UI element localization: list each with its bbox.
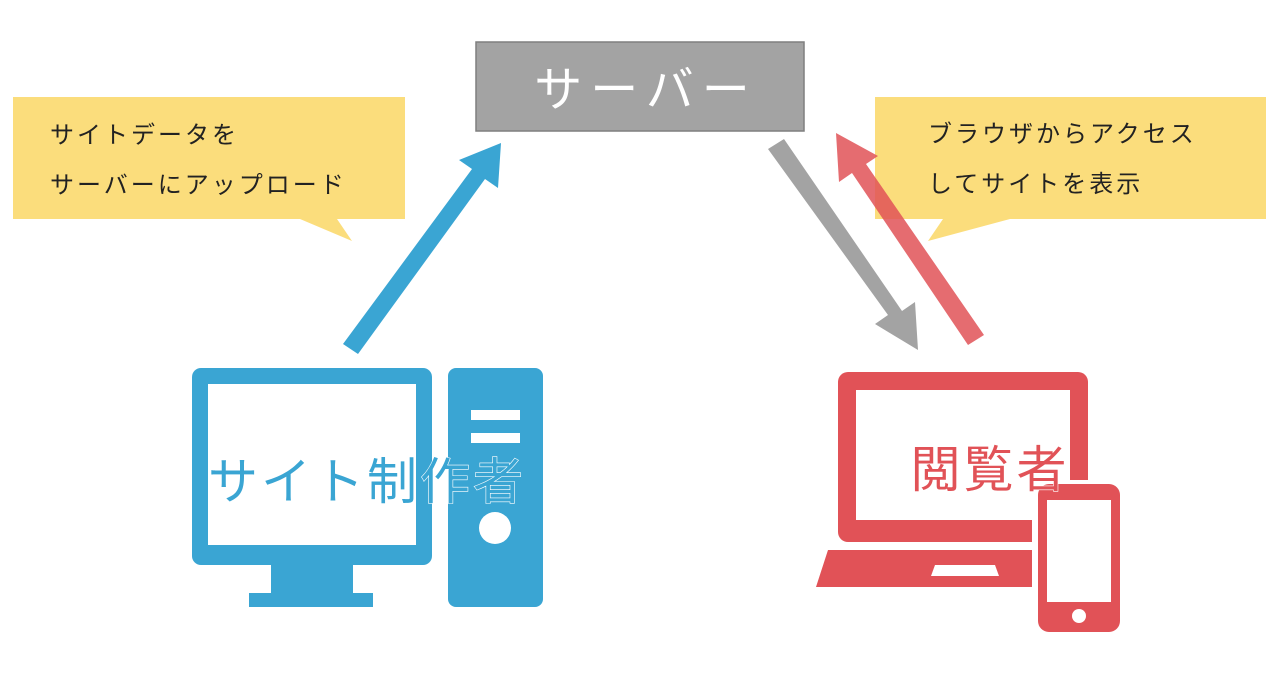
monitor-screen xyxy=(208,384,416,545)
tower-drive-slot-2 xyxy=(471,433,520,443)
access-callout: ブラウザからアクセス してサイトを表示 xyxy=(875,97,1266,241)
desktop-computer-icon xyxy=(192,368,543,607)
monitor-neck xyxy=(271,565,353,593)
server-to-viewer-arrow xyxy=(768,139,918,350)
monitor-base xyxy=(249,593,373,607)
access-callout-bubble xyxy=(875,97,1266,241)
viewer-to-server-arrow-shape xyxy=(836,133,984,345)
laptop-trackpad xyxy=(931,565,999,576)
server-node: サーバー xyxy=(475,41,805,132)
server-label: サーバー xyxy=(534,62,758,118)
tower-drive-slot-1 xyxy=(471,410,520,420)
server-to-viewer-arrow-shape xyxy=(768,139,918,350)
computer-tower xyxy=(448,368,543,607)
viewer-label: 閲覧者 xyxy=(911,441,1070,499)
creator-label: サイト制作者 xyxy=(208,453,526,511)
tower-power-button xyxy=(479,512,511,544)
laptop-and-smartphone-icon xyxy=(816,372,1124,635)
upload-callout: サイトデータを サーバーにアップロード xyxy=(13,97,405,241)
smartphone-home-button xyxy=(1072,609,1086,623)
access-callout-line1: ブラウザからアクセス xyxy=(928,120,1197,148)
access-callout-line2: してサイトを表示 xyxy=(928,170,1143,198)
server-box xyxy=(475,41,805,132)
upload-arrow xyxy=(343,143,501,354)
upload-callout-bubble xyxy=(13,97,405,241)
viewer-to-server-arrow xyxy=(836,133,984,345)
upload-callout-line2: サーバーにアップロード xyxy=(50,171,347,199)
smartphone-screen xyxy=(1047,500,1111,602)
upload-arrow-shape xyxy=(343,143,501,354)
upload-callout-line1: サイトデータを xyxy=(50,121,239,149)
